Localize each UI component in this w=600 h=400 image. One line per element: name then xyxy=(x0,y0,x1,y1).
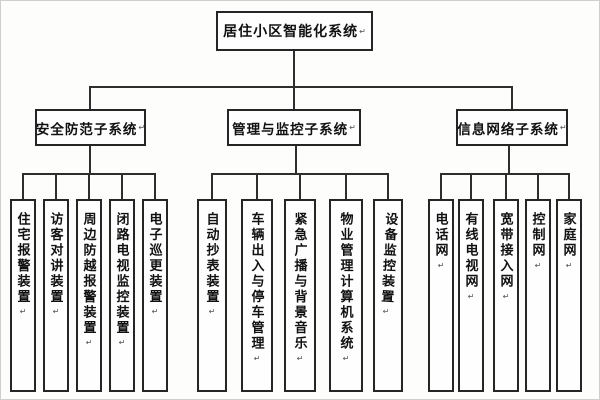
connector-line xyxy=(295,146,297,173)
connector-line xyxy=(568,173,570,199)
paragraph-mark: ↵ xyxy=(359,26,366,36)
paragraph-mark: ↵ xyxy=(436,260,446,270)
paragraph-mark: ↵ xyxy=(295,353,305,363)
subsystem-label: 信息网络子系统 xyxy=(457,121,559,137)
paragraph-mark: ↵ xyxy=(138,123,146,132)
leaf-node-auto-meter-reading: 自动抄表装置↵ xyxy=(197,199,227,392)
leaf-label: 电话网↵ xyxy=(433,212,449,270)
leaf-label: 住宅报警装置↵ xyxy=(15,212,31,316)
leaf-node-residential-alarm: 住宅报警装置↵ xyxy=(10,199,36,392)
connector-line xyxy=(256,173,258,199)
leaf-node-property-computer-system: 物业管理计算机系统↵ xyxy=(329,199,363,392)
connector-line xyxy=(89,146,91,173)
paragraph-mark: ↵ xyxy=(533,260,543,270)
connector-line xyxy=(470,173,472,199)
connector-line xyxy=(88,173,90,199)
connector-line xyxy=(211,173,213,199)
leaf-node-cable-tv-network: 有线电视网↵ xyxy=(458,199,484,392)
leaf-node-control-network: 控制网↵ xyxy=(525,199,551,392)
leaf-label: 设备监控装置↵ xyxy=(378,211,399,317)
leaf-node-perimeter-alarm: 周边防越报警装置↵ xyxy=(76,199,102,392)
subsystem-label: 安全防范子系统 xyxy=(35,121,138,137)
leaf-node-vehicle-parking: 车辆出入与停车管理↵ xyxy=(241,199,273,392)
connector-line xyxy=(511,86,513,109)
leaf-node-home-network: 家庭网↵ xyxy=(556,199,582,392)
connector-line xyxy=(508,146,510,173)
paragraph-mark: ↵ xyxy=(380,306,391,317)
leaf-node-electronic-patrol: 电子巡更装置↵ xyxy=(142,199,168,392)
leaf-label: 访客对讲装置↵ xyxy=(48,212,64,316)
leaf-label: 闭路电视监控装置↵ xyxy=(114,212,130,347)
connector-line xyxy=(387,173,389,199)
leaf-node-telephone-network: 电话网↵ xyxy=(428,199,454,392)
connector-line xyxy=(22,173,24,199)
subsystem-node-management-monitoring: 管理与监控子系统↵ xyxy=(227,109,361,146)
leaf-label: 家庭网↵ xyxy=(561,212,577,270)
leaf-label: 周边防越报警装置↵ xyxy=(81,212,97,347)
leaf-label: 宽带接入网↵ xyxy=(498,212,514,301)
subsystem-node-information-network: 信息网络子系统↵ xyxy=(456,109,568,146)
leaf-node-emergency-broadcast: 紧急广播与背景音乐↵ xyxy=(284,199,316,392)
paragraph-mark: ↵ xyxy=(150,307,160,316)
connector-line xyxy=(440,173,569,175)
connector-line xyxy=(154,173,156,199)
connector-line xyxy=(505,173,507,199)
paragraph-mark: ↵ xyxy=(501,291,511,301)
paragraph-mark: ↵ xyxy=(559,123,567,132)
paragraph-mark: ↵ xyxy=(117,338,127,347)
connector-line xyxy=(121,173,123,199)
connector-line xyxy=(293,86,295,109)
connector-line xyxy=(89,86,512,88)
connector-line xyxy=(537,173,539,199)
paragraph-mark: ↵ xyxy=(466,291,476,301)
paragraph-mark: ↵ xyxy=(51,307,61,316)
leaf-label: 自动抄表装置↵ xyxy=(204,212,220,316)
paragraph-mark: ↵ xyxy=(349,123,356,132)
connector-line xyxy=(299,173,301,199)
connector-line xyxy=(55,173,57,199)
paragraph-mark: ↵ xyxy=(84,338,94,347)
root-node-label: 居住小区智能化系统 xyxy=(223,23,359,39)
root-node: 居住小区智能化系统↵ xyxy=(216,11,373,51)
leaf-node-broadband-access-network: 宽带接入网↵ xyxy=(493,199,519,392)
leaf-node-visitor-intercom: 访客对讲装置↵ xyxy=(43,199,69,392)
leaf-label: 有线电视网↵ xyxy=(463,212,479,301)
leaf-label: 车辆出入与停车管理↵ xyxy=(249,212,265,363)
connector-line xyxy=(345,173,347,199)
paragraph-mark: ↵ xyxy=(207,307,217,316)
subsystem-node-security: 安全防范子系统↵ xyxy=(35,109,146,146)
connector-line xyxy=(293,51,295,86)
connector-line xyxy=(440,173,442,199)
subsystem-label: 管理与监控子系统 xyxy=(232,121,349,137)
paragraph-mark: ↵ xyxy=(252,353,262,363)
leaf-label: 物业管理计算机系统↵ xyxy=(338,212,354,363)
leaf-label: 紧急广播与背景音乐↵ xyxy=(292,212,308,363)
leaf-node-equipment-monitoring: 设备监控装置↵ xyxy=(373,199,403,392)
paragraph-mark: ↵ xyxy=(564,260,574,270)
paragraph-mark: ↵ xyxy=(341,353,351,363)
leaf-label: 控制网↵ xyxy=(530,212,546,270)
connector-line xyxy=(89,86,91,109)
leaf-label: 电子巡更装置↵ xyxy=(147,212,163,316)
paragraph-mark: ↵ xyxy=(18,307,28,316)
leaf-node-cctv-monitoring: 闭路电视监控装置↵ xyxy=(109,199,135,392)
